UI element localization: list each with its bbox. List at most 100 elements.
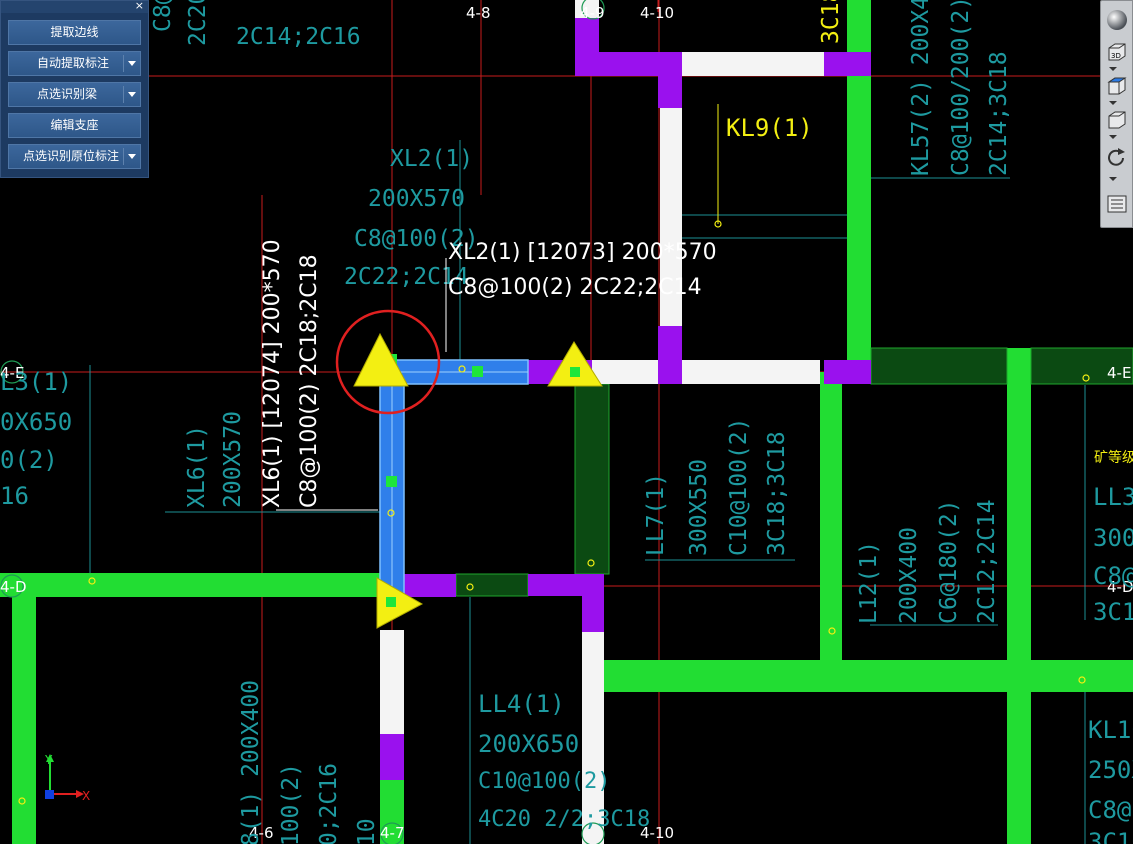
beam-purple[interactable] <box>658 326 682 384</box>
grip-point[interactable] <box>386 597 396 607</box>
axis-label-4-9: 4-9 <box>580 4 605 22</box>
beam-white[interactable] <box>380 630 404 734</box>
node-point <box>587 559 595 567</box>
beam-labels-horizontal: XL2(1) 200X570 C8@100(2) 2C22;2C14 L3(1)… <box>0 24 1133 844</box>
grip-point[interactable] <box>570 367 580 377</box>
concrete-grade-note: 矿等级同 <box>1094 449 1133 466</box>
chevron-down-icon[interactable] <box>1109 177 1117 181</box>
beam-white[interactable] <box>660 108 682 326</box>
auto-extract-annotation-label: 自动提取标注 <box>37 56 110 70</box>
box-view-icon[interactable] <box>1104 107 1130 133</box>
grip-point[interactable] <box>472 366 483 377</box>
beam-purple[interactable] <box>582 596 604 632</box>
axis-label-4-d-left: 4-D <box>0 578 27 596</box>
chevron-down-icon[interactable] <box>1109 101 1117 105</box>
beam-purple[interactable] <box>575 52 682 76</box>
axis-bubble-4-d-left <box>0 574 24 598</box>
ucs-icon: Y X <box>44 753 90 803</box>
pick-identify-beam-label: 点选识别梁 <box>37 87 98 101</box>
chevron-down-icon[interactable] <box>1109 67 1117 71</box>
beam-label-xl6-size: 200X570 <box>220 411 246 508</box>
purple-beams <box>380 18 871 780</box>
auto-extract-annotation-button[interactable]: 自动提取标注 <box>8 51 141 76</box>
beam-white[interactable] <box>592 360 820 384</box>
support-triangle[interactable] <box>376 577 424 629</box>
beam-label-top-left-rebar: 2C14;2C16 <box>236 24 361 50</box>
beam-label-bl-name: 18(1) 200X400 <box>238 680 264 844</box>
edit-support-button[interactable]: 编辑支座 <box>8 113 141 138</box>
beam-label-top-left-stirrup: C8@ <box>150 0 176 32</box>
3d-view-icon[interactable]: 3D <box>1104 39 1130 65</box>
beam-label-right-size: 300X <box>1093 524 1133 552</box>
annotation-xl2-line2: C8@100(2) 2C22;2C14 <box>448 275 702 300</box>
panel-close-button[interactable]: × <box>134 0 144 12</box>
view-toolbar: 3D <box>1100 0 1133 228</box>
axis-bubble-4-7 <box>380 822 404 844</box>
node-point <box>458 365 466 373</box>
chevron-down-icon[interactable] <box>128 61 136 66</box>
beam-green[interactable] <box>582 660 1133 692</box>
grip-point[interactable] <box>386 476 397 487</box>
ucs-x-label: X <box>82 789 90 803</box>
axis-labels: 4-8 4-9 4-10 4-6 4-7 4-10 4-E 4-D 4-E 4-… <box>0 4 1133 842</box>
beam-label-kl57-rebar: 2C14;3C18 <box>986 51 1012 176</box>
node-point <box>18 797 26 805</box>
beam-label-kl9: KL9(1) <box>726 114 813 142</box>
layer-list-icon[interactable] <box>1104 191 1130 217</box>
beam-purple[interactable] <box>528 574 604 596</box>
beam-white[interactable] <box>682 52 824 76</box>
node-point <box>387 509 395 517</box>
beam-label-left-stirrup: 0(2) <box>0 446 58 474</box>
beam-label-left-rebar: 16 <box>0 482 29 510</box>
extract-edge-button[interactable]: 提取边线 <box>8 20 141 45</box>
beam-label-kl57-name: KL57(2) 200X400 <box>908 0 934 176</box>
beam-green[interactable] <box>1007 348 1031 844</box>
beam-label-kl57-stirrup: C8@100/200(2) <box>948 0 974 176</box>
chevron-down-icon[interactable] <box>128 154 136 159</box>
top-view-icon[interactable] <box>1104 73 1130 99</box>
beam-white[interactable] <box>575 0 599 18</box>
beam-dark-green[interactable] <box>870 347 1008 385</box>
annotation-xl2-line1: XL2(1) [12073] 200*570 <box>448 240 717 265</box>
beam-purple[interactable] <box>824 52 871 76</box>
support-triangle[interactable] <box>547 341 603 387</box>
beam-dark-green[interactable] <box>1030 347 1133 385</box>
axis-label-4-10-top: 4-10 <box>640 4 674 22</box>
beam-label-xl2-size: 200X570 <box>368 186 465 212</box>
chevron-down-icon[interactable] <box>128 92 136 97</box>
beam-label-ll7-name: LL7(1) <box>643 473 669 556</box>
beam-purple[interactable] <box>658 76 682 108</box>
axis-bubbles <box>0 0 605 844</box>
beam-purple[interactable] <box>575 18 599 52</box>
beam-label-xl2-name: XL2(1) <box>390 146 473 172</box>
beam-selected-xl2-xl6[interactable] <box>379 359 529 601</box>
beam-tool-panel: × 提取边线 自动提取标注 点选识别梁 编辑支座 点选识别原位标注 <box>0 0 149 178</box>
beam-green[interactable] <box>0 573 383 597</box>
beam-green[interactable] <box>380 780 404 844</box>
sphere-view-icon[interactable] <box>1104 7 1130 33</box>
rotate-icon[interactable] <box>1104 145 1130 171</box>
axis-label-4-7: 4-7 <box>380 824 405 842</box>
beam-label-ll7-stirrup: C10@100(2) <box>726 418 752 556</box>
beam-labels-vertical: C8@ 2C20 3C18 KL57(2) 200X400 C8@100/200… <box>150 0 1012 844</box>
beam-white[interactable] <box>582 604 604 844</box>
node-points <box>18 220 1090 805</box>
support-triangle[interactable] <box>353 332 409 387</box>
pick-identify-beam-button[interactable]: 点选识别梁 <box>8 82 141 107</box>
chevron-down-icon[interactable] <box>1109 135 1117 139</box>
beam-green[interactable] <box>820 372 842 662</box>
beam-dark-green[interactable] <box>574 383 610 575</box>
pick-identify-inplace-annotation-button[interactable]: 点选识别原位标注 <box>8 144 141 169</box>
extract-edge-label: 提取边线 <box>50 25 99 39</box>
beam-dark-green[interactable] <box>455 573 529 597</box>
beam-label-top-mid: 3C18 <box>818 0 844 44</box>
beam-label-ll7-rebar: 3C18;3C18 <box>764 431 790 556</box>
beam-label-right-name: LL3 <box>1093 483 1133 511</box>
beam-label-kl10-size: 250X <box>1088 756 1133 784</box>
beam-label-l12-stirrup: C6@180(2) <box>936 499 962 624</box>
beam-purple[interactable] <box>380 734 404 780</box>
beam-purple[interactable] <box>824 360 871 384</box>
beam-label-top-left-size: 2C20 <box>185 0 211 46</box>
